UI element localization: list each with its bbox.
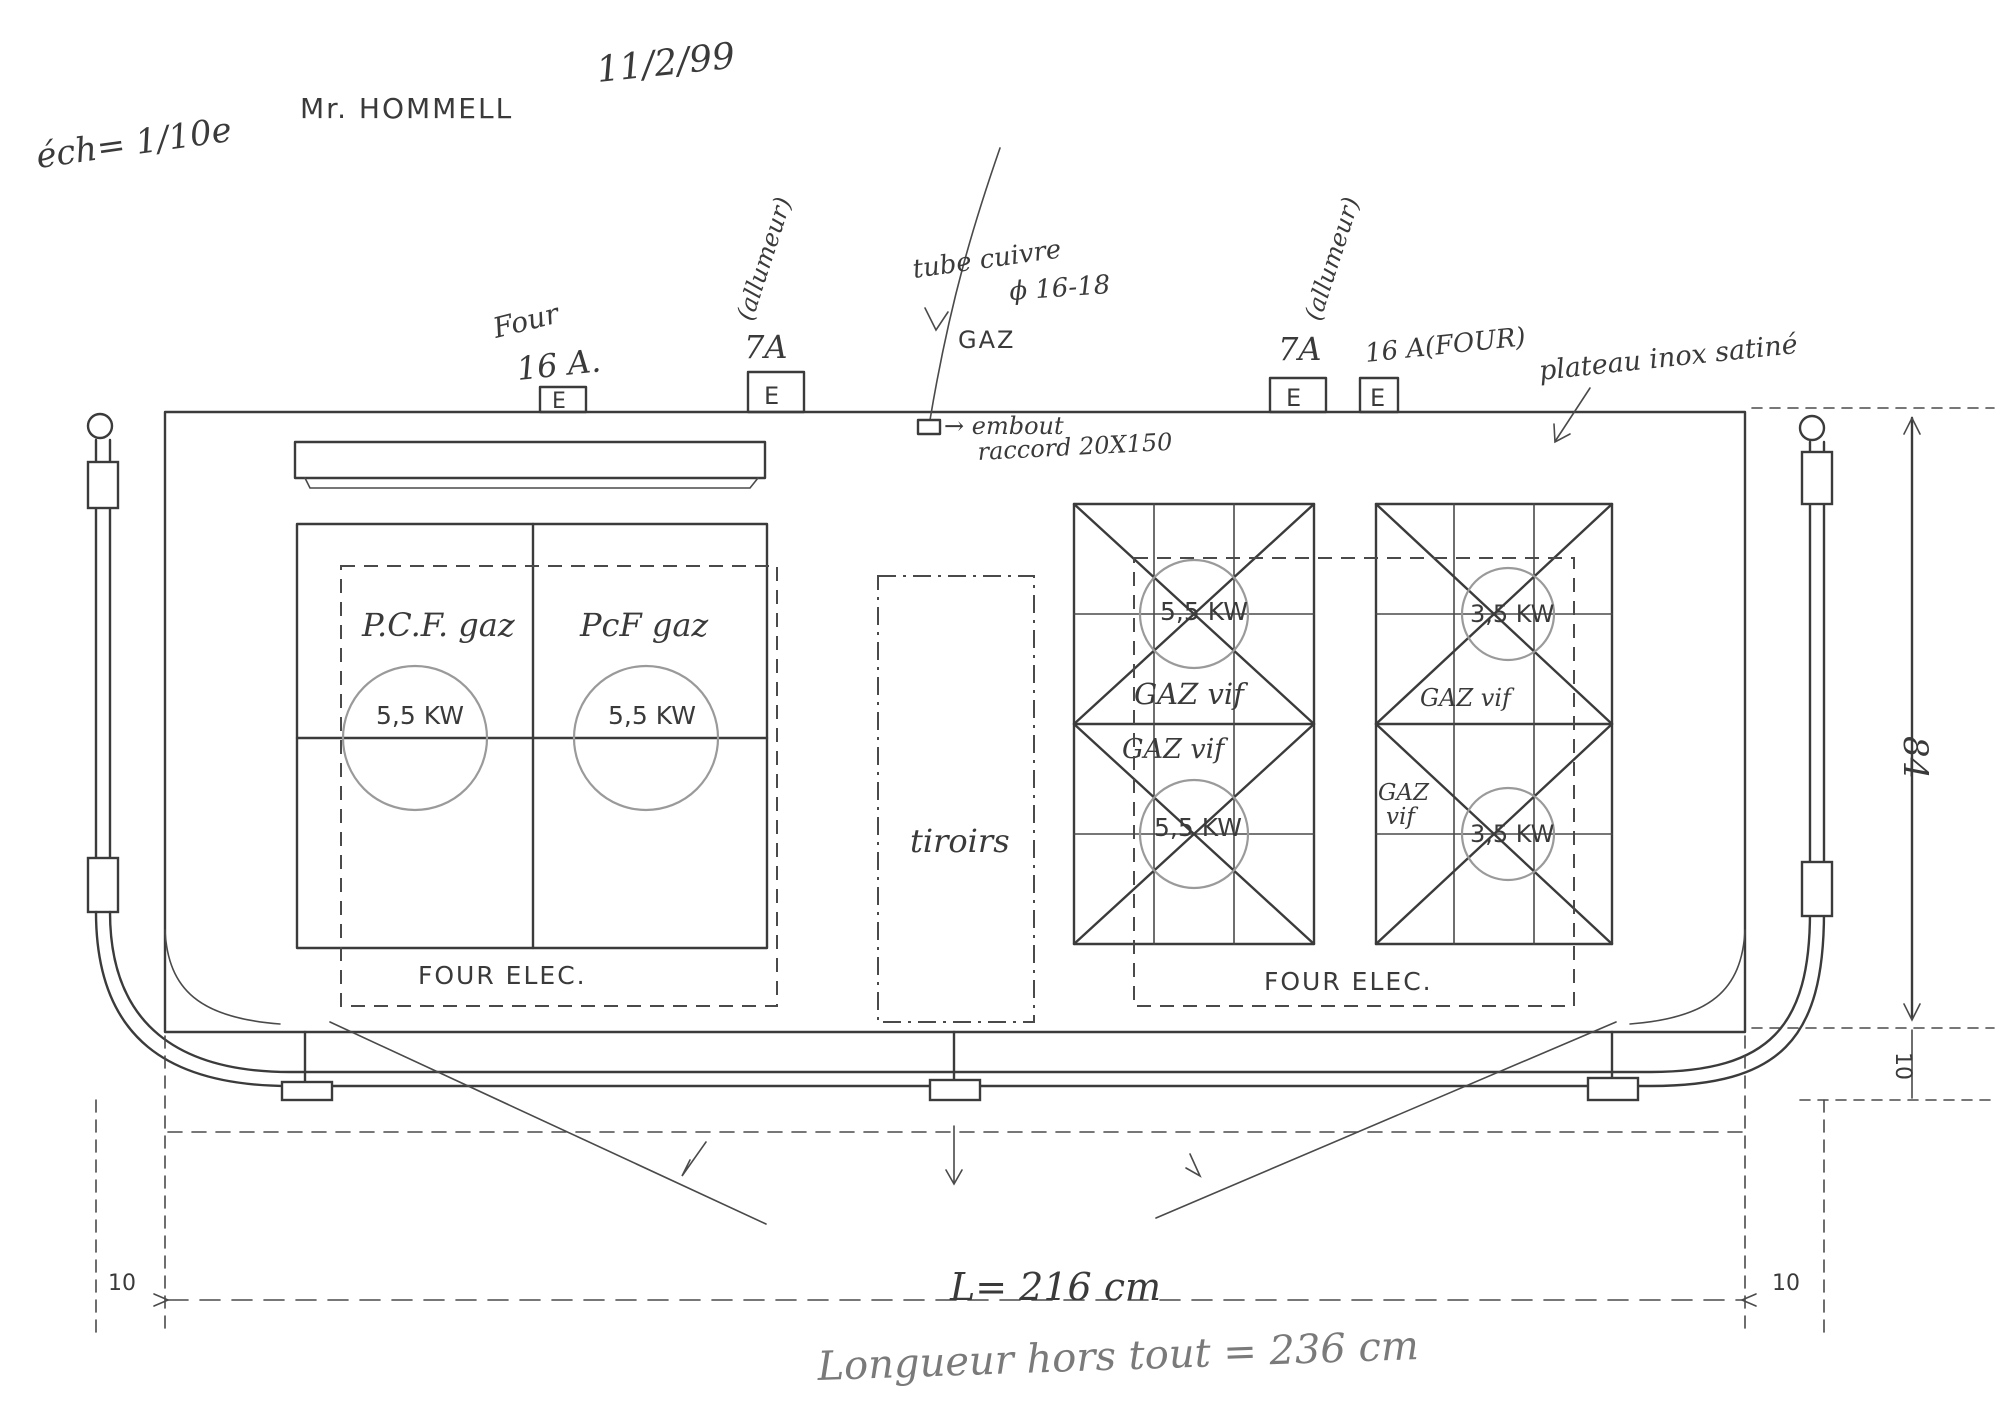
- burner-ring-2: [1138, 778, 1250, 890]
- fitting-line1: → embout: [944, 412, 1064, 440]
- burner-ring-4: [1460, 786, 1556, 882]
- block-a-cross-bottom: [1072, 722, 1316, 946]
- oven-left-socket-letter: E: [552, 389, 566, 414]
- foot-left: [280, 1080, 334, 1102]
- top-surface-note: plateau inox satiné: [1537, 329, 1799, 444]
- depth-dimension: 84 10: [1751, 407, 1995, 1101]
- drawers-label: tiroirs: [910, 822, 1010, 860]
- rail-depth-value: 10: [1890, 1052, 1915, 1080]
- center-unit: tiroirs: [877, 575, 1035, 1023]
- oven-outline-left: [340, 565, 778, 1007]
- top-surface-arrow: [1555, 387, 1591, 441]
- backsplash-base: [304, 477, 759, 489]
- burner4-type-line2: vif: [1386, 804, 1418, 830]
- igniter-right-amp: 7A: [1278, 330, 1321, 368]
- burner-ring-1: [1138, 558, 1250, 670]
- gas-supply: tube cuivre ϕ 16-18 GAZ → embout raccord…: [911, 147, 1173, 466]
- block-b-cross-bottom: [1374, 722, 1614, 946]
- plate2-label: PcF gaz: [579, 606, 709, 644]
- oven-right-caption: FOUR ELEC.: [1264, 967, 1433, 996]
- plate1-label: P.C.F. gaz: [361, 606, 516, 644]
- block-b-cross-top: [1374, 502, 1614, 726]
- igniter-left-amp: 7A: [744, 328, 787, 366]
- oven-left-socket: [538, 385, 588, 414]
- burner2-power: 5,5 KW: [1154, 813, 1242, 842]
- foot-right: [1586, 1076, 1640, 1102]
- oven-left-caption: FOUR ELEC.: [418, 961, 587, 990]
- rail-bracket-left-bottom: [86, 856, 120, 914]
- oven-outline-right: [1133, 557, 1575, 1007]
- rail-bracket-right-top: [1800, 450, 1834, 506]
- top-surface-arrow-head: [1553, 423, 1571, 444]
- rail-curve-left: [94, 910, 1826, 1088]
- counter-corner-left: [164, 929, 281, 1025]
- plate-ring-2: [572, 664, 720, 812]
- burner2-type: GAZ vif: [1122, 734, 1228, 765]
- top-surface-label: plateau inox satiné: [1537, 329, 1799, 387]
- client-name: Mr. HOMMELL: [300, 92, 513, 125]
- gas-label: GAZ: [958, 326, 1015, 354]
- oven-left-amp: 16 A.: [515, 341, 603, 388]
- rail-knob-right: [1798, 414, 1826, 442]
- burner-ring-3: [1460, 566, 1556, 662]
- plate-ring-1: [341, 664, 489, 812]
- backsplash-bar: [293, 440, 767, 480]
- igniter-right-connection: (allumeur) 7A E: [1268, 194, 1365, 414]
- overall-length: Longueur hors tout = 236 cm: [816, 1323, 1420, 1390]
- left-unit: P.C.F. gaz 5,5 KW PcF gaz 5,5 KW FOUR EL…: [293, 440, 778, 1007]
- oven-right-connection: 16 A(FOUR) E: [1358, 322, 1528, 414]
- door-swing-left: [329, 1021, 767, 1225]
- gas-fitting: [916, 418, 942, 436]
- rail-bracket-right-bottom: [1800, 860, 1834, 918]
- depth-value: 84: [1895, 736, 1935, 779]
- right-margin-value: 10: [1772, 1271, 1800, 1296]
- oven-left-connection: Four 16 A. E: [489, 296, 603, 414]
- burner3-type: GAZ vif: [1420, 684, 1515, 712]
- igniter-right-socket-letter: E: [1286, 384, 1301, 412]
- plate1-power: 5,5 KW: [376, 701, 464, 730]
- drawing-scale: éch= 1/10e: [34, 110, 234, 177]
- burner1-type: GAZ vif: [1134, 677, 1249, 711]
- burner4-type-line1: GAZ: [1378, 780, 1430, 806]
- door-swing-right-arrow: [1185, 1153, 1202, 1178]
- oven-right-amp: 16 A(FOUR): [1364, 322, 1528, 369]
- front-feet: [280, 1030, 1640, 1102]
- rail-curve-left-inner: [108, 910, 1812, 1074]
- burner3-power: 3,5 KW: [1470, 600, 1554, 628]
- door-swing-left-arrow: [681, 1141, 707, 1177]
- oven-right-socket: [1358, 376, 1400, 414]
- side-rails: [86, 412, 1834, 1088]
- drawing-date: 11/2/99: [595, 36, 737, 91]
- foot-center: [928, 1078, 982, 1102]
- igniter-left-connection: (allumeur) 7A E: [731, 194, 806, 414]
- burner1-power: 5,5 KW: [1160, 597, 1248, 626]
- drawers-outline: [877, 575, 1035, 1023]
- plate2-power: 5,5 KW: [608, 701, 696, 730]
- rail-knob-left: [86, 412, 114, 440]
- igniter-left-label: (allumeur): [731, 194, 797, 324]
- door-swing-right: [1155, 1021, 1617, 1219]
- length-value: L= 216 cm: [949, 1265, 1161, 1309]
- right-unit: 5,5 KW GAZ vif GAZ vif 5,5 KW 3,5 KW GAZ…: [1072, 502, 1614, 1007]
- left-margin-value: 10: [108, 1271, 136, 1296]
- gas-arrow-head: [924, 307, 949, 332]
- gas-pipe-diameter: ϕ 16-18: [1008, 270, 1111, 307]
- door-swing-center-arrow: [945, 1169, 963, 1186]
- block-a-cross-top: [1072, 502, 1316, 726]
- igniter-right-socket: [1268, 376, 1328, 414]
- igniter-right-label: (allumeur): [1299, 194, 1365, 324]
- oven-left-label: Four: [489, 296, 564, 345]
- igniter-left-socket: [746, 370, 806, 414]
- oven-right-socket-letter: E: [1370, 384, 1385, 412]
- gas-pipe-line: [929, 147, 1001, 421]
- door-swings: [329, 1021, 1617, 1225]
- counter-corner-right: [1629, 929, 1746, 1025]
- burner4-power: 3,5 KW: [1470, 820, 1554, 848]
- igniter-left-socket-letter: E: [764, 382, 779, 410]
- rail-bracket-left-top: [86, 460, 120, 510]
